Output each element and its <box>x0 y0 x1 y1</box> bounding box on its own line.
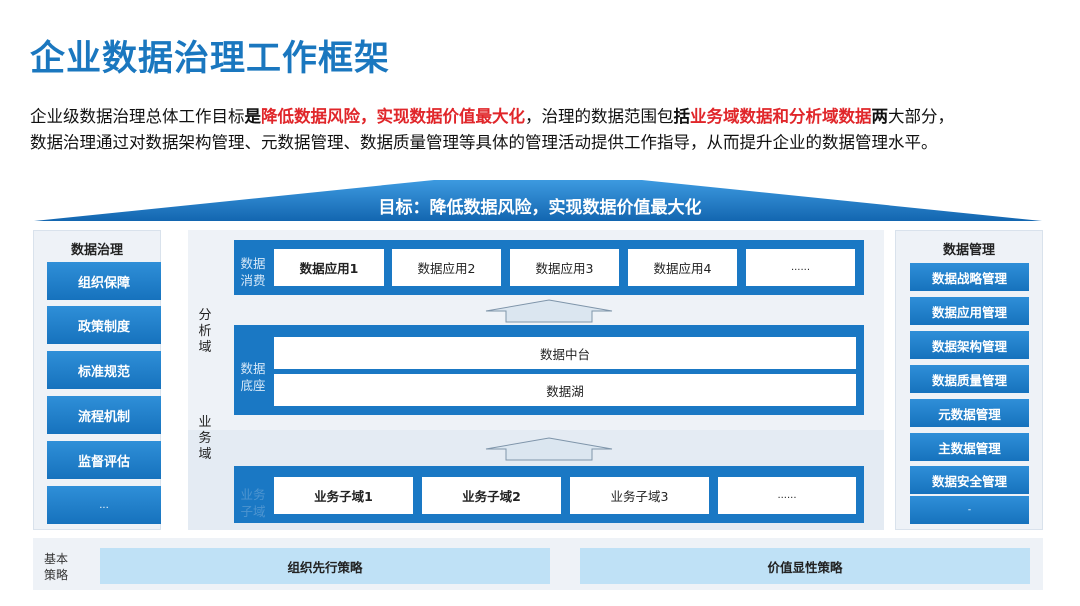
management-item: 数据战略管理 <box>910 263 1029 291</box>
governance-item: 组织保障 <box>47 262 161 300</box>
consumption-app: 数据应用4 <box>628 249 737 286</box>
data-middle-platform: 数据中台 <box>274 337 856 369</box>
management-item: 元数据管理 <box>910 399 1029 427</box>
management-item: - <box>910 496 1029 524</box>
management-item: 数据质量管理 <box>910 365 1029 393</box>
intro-text: 和 <box>772 107 790 126</box>
governance-item: 政策制度 <box>47 306 161 344</box>
consumption-app: ...... <box>746 249 855 286</box>
intro-goal-highlight: 降低数据风险，实现数据价值最大化 <box>261 107 525 126</box>
goal-text: 目标：降低数据风险，实现数据价值最大化 <box>378 198 702 218</box>
up-arrow-icon <box>485 437 613 461</box>
up-arrow-icon <box>485 299 613 323</box>
consumption-app: 数据应用3 <box>510 249 619 286</box>
business-subdomain: 业务子域1 <box>274 477 413 514</box>
consumption-app: 数据应用1 <box>274 249 384 286</box>
intro-text: 是 <box>244 107 262 126</box>
business-subdomain: ...... <box>718 477 856 514</box>
page-title: 企业数据治理工作框架 <box>30 39 391 79</box>
business-subdomain: 业务子域2 <box>422 477 561 514</box>
business-domain-label: 业务域 <box>198 415 212 462</box>
intro-scope-highlight: 分析域数据 <box>789 107 872 126</box>
governance-heading: 数据治理 <box>70 243 123 258</box>
intro-paragraph: 企业级数据治理总体工作目标是降低数据风险，实现数据价值最大化，治理的数据范围包括… <box>30 104 1060 156</box>
goal-roof <box>34 180 1042 221</box>
foundation-label: 数据底座 <box>240 361 266 393</box>
intro-text: 括 <box>673 107 691 126</box>
intro-text: ，治理的数据范围包 <box>525 107 674 126</box>
strategy-value-visible: 价值显性策略 <box>580 548 1030 584</box>
management-item: 数据安全管理 <box>910 466 1029 494</box>
intro-text: 大部分， <box>888 107 954 126</box>
consumption-app: 数据应用2 <box>392 249 501 286</box>
intro-scope-highlight: 业务域数据 <box>690 107 773 126</box>
governance-item: 流程机制 <box>47 396 161 434</box>
management-heading: 数据管理 <box>942 243 995 258</box>
intro-line-2: 数据治理通过对数据架构管理、元数据管理、数据质量管理等具体的管理活动提供工作指导… <box>30 133 938 152</box>
management-item: 数据应用管理 <box>910 297 1029 325</box>
governance-item: 监督评估 <box>47 441 161 479</box>
data-lake: 数据湖 <box>274 374 856 406</box>
consumption-label: 数据消费 <box>240 256 266 288</box>
strategy-organization-first: 组织先行策略 <box>100 548 550 584</box>
intro-text: 企业级数据治理总体工作目标 <box>30 107 245 126</box>
governance-item: ... <box>47 486 161 524</box>
management-item: 主数据管理 <box>910 433 1029 461</box>
analysis-domain-label: 分析域 <box>198 308 212 355</box>
business-subdomain: 业务子域3 <box>570 477 709 514</box>
basic-strategy-label: 基本策略 <box>44 552 69 582</box>
business-band-label: 业务子域 <box>240 487 266 519</box>
intro-text: 两 <box>871 107 889 126</box>
intro-line-1: 企业级数据治理总体工作目标是降低数据风险，实现数据价值最大化，治理的数据范围包括… <box>30 104 1060 130</box>
management-item: 数据架构管理 <box>910 331 1029 359</box>
governance-item: 标准规范 <box>47 351 161 389</box>
